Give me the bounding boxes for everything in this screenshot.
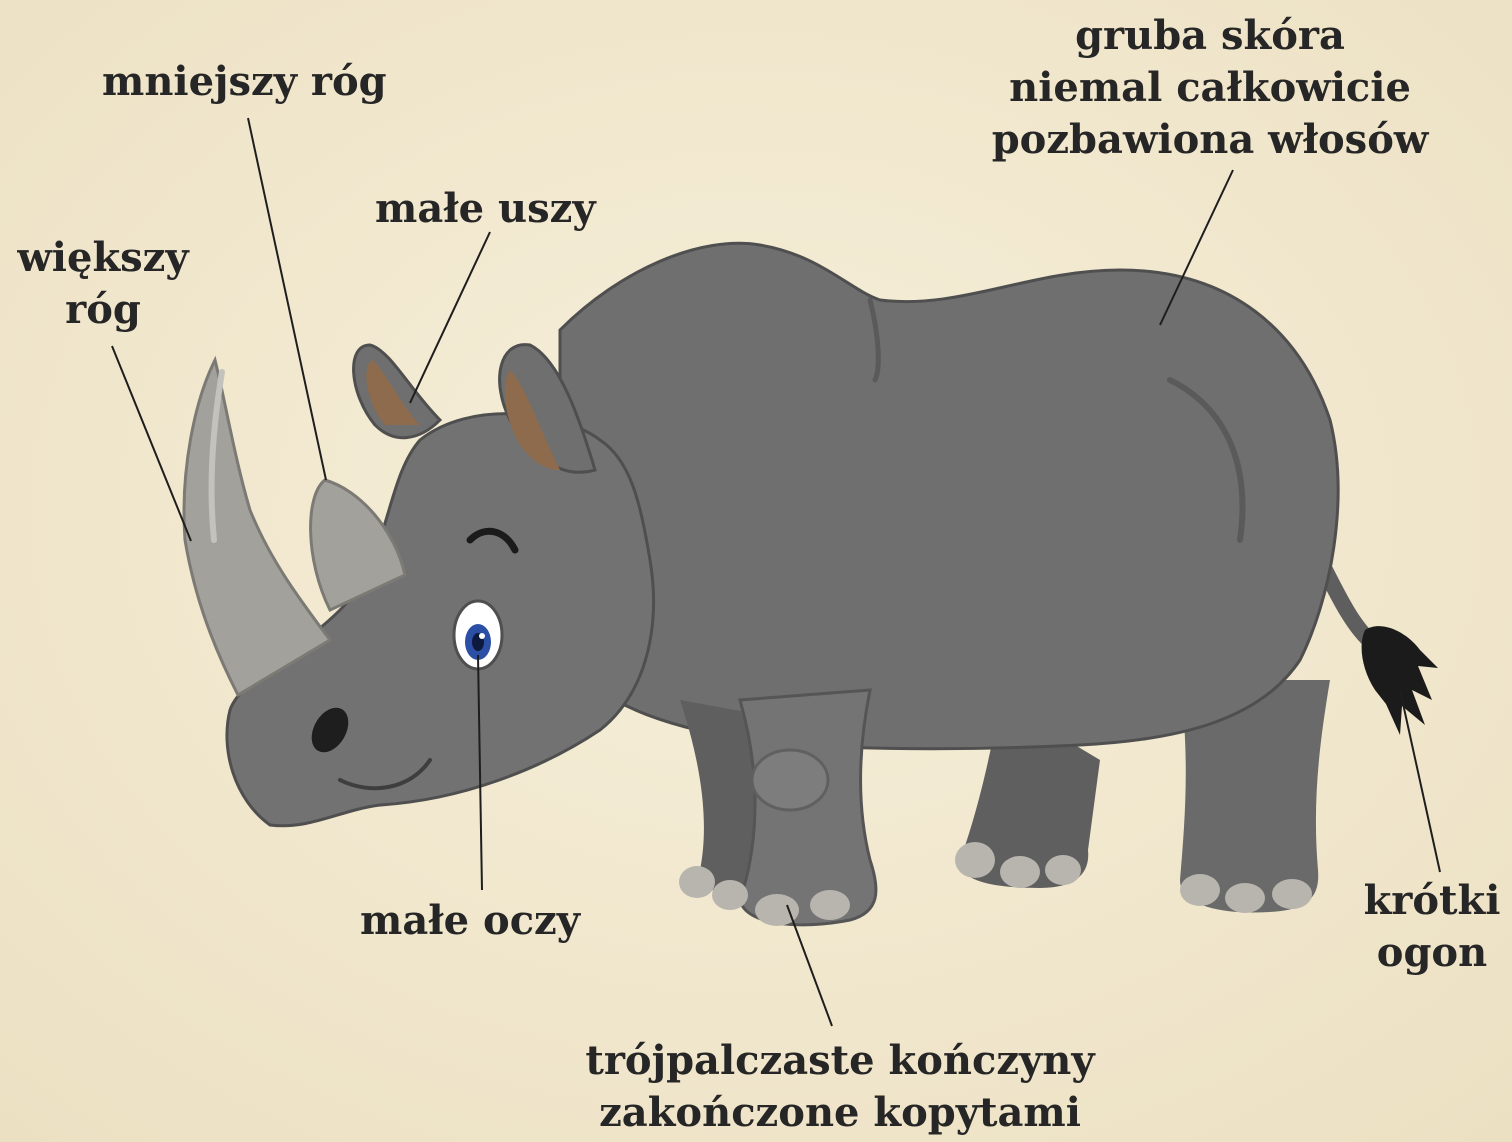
tail-tuft: [1362, 626, 1438, 735]
label-bigger-horn-line-1: większy: [8, 232, 198, 284]
label-tail: krótki ogon: [1352, 875, 1512, 979]
label-smaller-horn: mniejszy róg: [102, 56, 387, 108]
label-skin: gruba skóra niemal całkowicie pozbawiona…: [985, 10, 1435, 166]
label-limbs-line-2: zakończone kopytami: [560, 1087, 1120, 1139]
label-bigger-horn: większy róg: [8, 232, 198, 336]
leader-bigger-horn: [112, 346, 191, 541]
label-skin-line-3: pozbawiona włosów: [985, 114, 1435, 166]
label-bigger-horn-line-2: róg: [8, 284, 198, 336]
label-ears-text: małe uszy: [375, 183, 596, 235]
label-skin-line-1: gruba skóra: [985, 10, 1435, 62]
label-smaller-horn-text: mniejszy róg: [102, 56, 387, 108]
bigger-horn: [184, 360, 330, 695]
rhino-body: [560, 243, 1338, 748]
label-eyes-text: małe oczy: [360, 895, 580, 947]
leader-smaller-horn: [248, 118, 326, 480]
label-limbs-line-1: trójpalczaste kończyny: [560, 1035, 1120, 1087]
tail: [1320, 560, 1438, 735]
leader-ears: [410, 232, 490, 403]
label-skin-line-2: niemal całkowicie: [985, 62, 1435, 114]
label-ears: małe uszy: [375, 183, 596, 235]
label-tail-line-1: krótki: [1352, 875, 1512, 927]
label-limbs: trójpalczaste kończyny zakończone kopyta…: [560, 1035, 1120, 1139]
label-eyes: małe oczy: [360, 895, 580, 947]
label-tail-line-2: ogon: [1352, 927, 1512, 979]
front-legs: [679, 690, 876, 926]
